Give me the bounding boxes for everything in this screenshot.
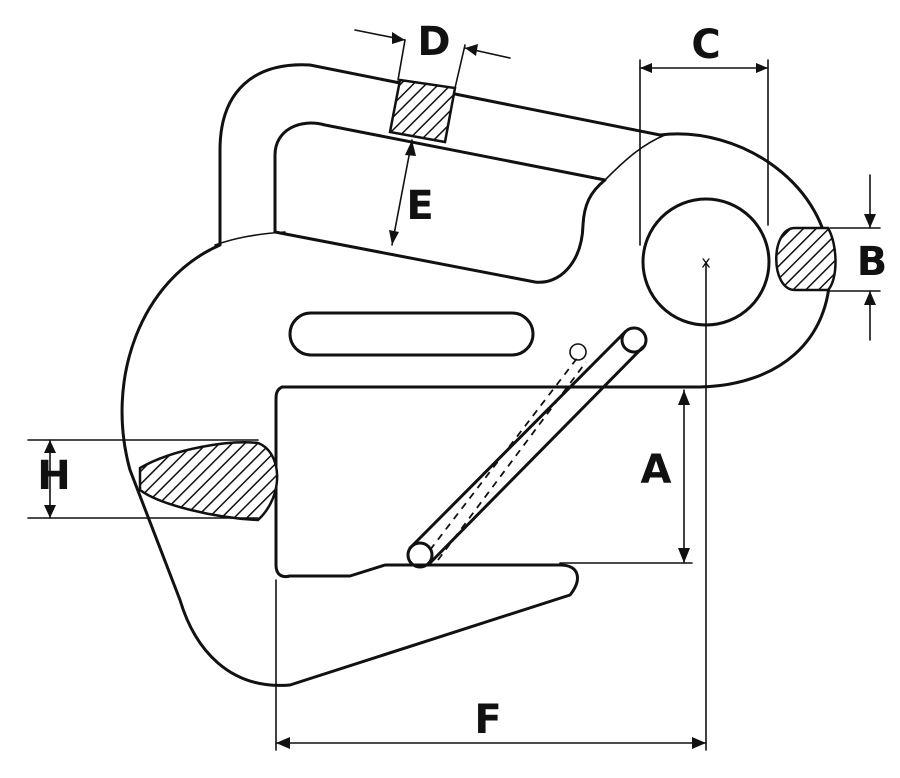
body-slot	[288, 311, 535, 357]
dimension-e	[389, 139, 416, 246]
latch-pivot-alt	[569, 343, 587, 361]
dimension-b	[829, 174, 881, 341]
section-h-hatch	[138, 441, 279, 522]
label-d: D	[417, 19, 450, 65]
dimension-c	[639, 59, 769, 246]
dimension-f	[275, 261, 707, 751]
section-b-hatch	[775, 226, 837, 292]
weld-mark-top	[604, 134, 666, 181]
dimension-h	[27, 439, 259, 519]
label-a: A	[641, 447, 672, 493]
label-b: B	[857, 239, 888, 285]
label-h: H	[37, 453, 70, 499]
label-f: F	[474, 697, 501, 743]
weld-mark-left	[214, 231, 286, 246]
label-c: C	[691, 22, 720, 68]
pin-center-mark: x	[701, 253, 710, 272]
section-d-hatch	[388, 78, 457, 144]
label-e: E	[406, 183, 433, 229]
dimension-a	[559, 389, 693, 564]
hook-body-outline	[120, 63, 832, 687]
dimension-d	[354, 29, 511, 89]
eye-opening-outline	[273, 121, 607, 284]
latch-arm	[406, 326, 648, 569]
